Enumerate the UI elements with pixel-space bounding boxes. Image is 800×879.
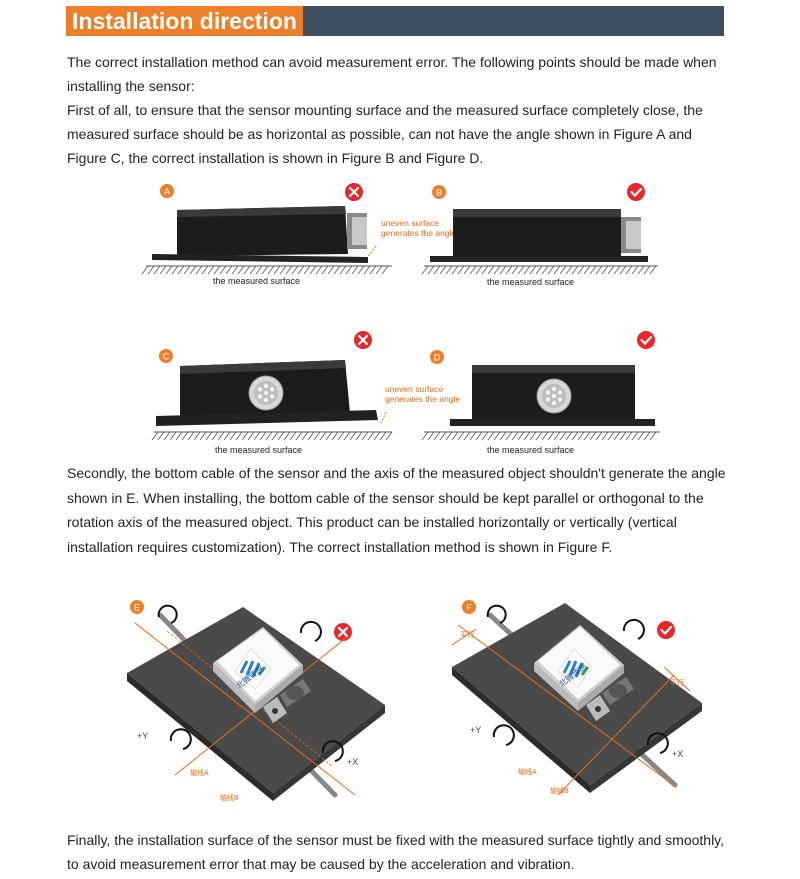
rotation-arrow-icon bbox=[157, 604, 344, 762]
caption-d: the measured surface bbox=[487, 445, 575, 455]
sensor-e-shape: 北微传感 bbox=[213, 627, 311, 723]
final-paragraph: Finally, the installation surface of the… bbox=[67, 832, 725, 872]
first-point-paragraph: First of all, to ensure that the sensor … bbox=[67, 102, 703, 166]
sensor-f-shape: 北微传感 bbox=[534, 625, 634, 721]
sensor-c-shape bbox=[156, 360, 378, 426]
parallel-label-right: 平行 bbox=[670, 678, 684, 687]
axis-b-label: 轴线B bbox=[220, 793, 239, 802]
sensor-d-shape bbox=[450, 365, 655, 426]
correct-icon bbox=[637, 331, 655, 349]
svg-text:A: A bbox=[164, 187, 170, 197]
caption-a: the measured surface bbox=[213, 276, 301, 286]
wrong-icon bbox=[345, 183, 363, 201]
sensor-a-shape bbox=[152, 206, 368, 263]
caption-b: the measured surface bbox=[487, 277, 575, 287]
axis-a-label: 轴线A bbox=[518, 767, 537, 776]
measured-surface-c bbox=[151, 431, 393, 441]
rotation-arrow-icon bbox=[486, 604, 669, 754]
wrong-icon bbox=[354, 331, 372, 349]
plus-x-label: +X bbox=[672, 749, 683, 759]
second-point-paragraph: Secondly, the bottom cable of the sensor… bbox=[67, 465, 726, 555]
header-bar bbox=[302, 6, 724, 36]
svg-text:D: D bbox=[434, 353, 441, 363]
badge-d-icon: D bbox=[430, 350, 444, 364]
figure-d: D the measured surface bbox=[420, 330, 665, 460]
measured-surface-b bbox=[421, 265, 658, 275]
intro-text-block: The correct installation method can avoi… bbox=[67, 50, 732, 170]
svg-text:E: E bbox=[134, 603, 140, 613]
parallel-label-top: 平行 bbox=[460, 630, 474, 639]
sensor-b-shape bbox=[430, 209, 648, 262]
badge-b-icon: B bbox=[432, 185, 446, 199]
intro-paragraph: The correct installation method can avoi… bbox=[67, 54, 717, 94]
badge-f-icon: F bbox=[462, 600, 476, 614]
figure-e: E 北微传感 bbox=[115, 595, 395, 810]
wrong-icon bbox=[334, 623, 352, 641]
svg-text:C: C bbox=[163, 352, 170, 362]
badge-e-icon: E bbox=[130, 600, 144, 614]
badge-c-icon: C bbox=[159, 349, 173, 363]
figure-f: F 北微传感 bbox=[440, 595, 710, 810]
measured-surface-a bbox=[141, 265, 392, 275]
uneven-surface-note-c: uneven surface generates the angle bbox=[385, 384, 461, 404]
correct-icon bbox=[657, 621, 675, 639]
measured-surface-d bbox=[421, 431, 660, 441]
svg-text:B: B bbox=[436, 188, 442, 198]
figure-b: B the measured surface bbox=[420, 180, 665, 290]
plus-y-label: +Y bbox=[470, 725, 481, 735]
plus-x-label: +X bbox=[347, 757, 358, 767]
caption-c: the measured surface bbox=[215, 445, 303, 455]
section-header: Installation direction bbox=[66, 6, 724, 36]
figure-c: C uneven surface generates the angle the bbox=[140, 330, 460, 460]
plus-y-label: +Y bbox=[137, 731, 148, 741]
figure-a: A uneven surface generates the angle the… bbox=[140, 180, 456, 290]
axis-b-label: 轴线B bbox=[550, 786, 569, 795]
uneven-surface-note-a: uneven surface generates the angle bbox=[381, 218, 457, 238]
correct-icon bbox=[627, 183, 645, 201]
axis-a-label: 轴线A bbox=[190, 768, 209, 777]
badge-a-icon: A bbox=[160, 184, 174, 198]
svg-text:F: F bbox=[466, 603, 472, 613]
section-title: Installation direction bbox=[66, 6, 303, 36]
